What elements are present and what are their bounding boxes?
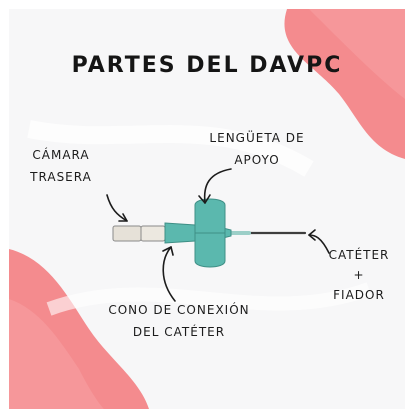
label-cateter-line-3: FIADOR [333, 288, 385, 302]
background-swoosh-2 [46, 282, 372, 316]
label-lengueta-line-1: LENGÜETA DE [209, 131, 305, 145]
label-cateter-fiador: CATÉTER + FIADOR [319, 245, 399, 305]
arrow-camara-head [118, 213, 128, 222]
label-lengueta-line-2: APOYO [234, 153, 280, 167]
arrow-cateter [308, 234, 330, 254]
top-right-blob-highlight [309, 9, 405, 99]
label-camara-line-1: CÁMARA [32, 148, 90, 162]
label-cateter-line-1: CATÉTER [328, 248, 390, 262]
arrow-cateter-head [308, 229, 316, 241]
arrow-camara [106, 194, 128, 222]
label-lengueta-apoyo: LENGÜETA DE APOYO [197, 127, 317, 171]
background-swoosh [27, 120, 314, 177]
label-cono-conexion: CONO DE CONEXIÓN DEL CATÉTER [89, 299, 269, 343]
arrow-cono-head [162, 246, 174, 256]
bottom-left-blob-highlight [9, 299, 104, 409]
label-cono-line-1: CONO DE CONEXIÓN [108, 303, 250, 317]
arrow-lengueta-head [198, 194, 211, 204]
arrow-cono [162, 246, 176, 302]
diagram-artwork [9, 9, 405, 409]
rear-chamber-back [112, 225, 142, 242]
rear-chamber-front [140, 225, 166, 242]
label-cateter-line-2: + [353, 268, 365, 282]
page-title: PARTES DEL DAVPC [71, 53, 343, 78]
label-camara-line-2: TRASERA [30, 170, 92, 184]
arrow-lengueta [203, 168, 232, 204]
connection-cone [164, 222, 196, 244]
label-camara-trasera: CÁMARA TRASERA [21, 144, 101, 188]
label-cono-line-2: DEL CATÉTER [132, 325, 226, 339]
infographic-card: PARTES DEL DAVPC CÁMARA TRASERA LENGÜETA… [9, 9, 405, 409]
